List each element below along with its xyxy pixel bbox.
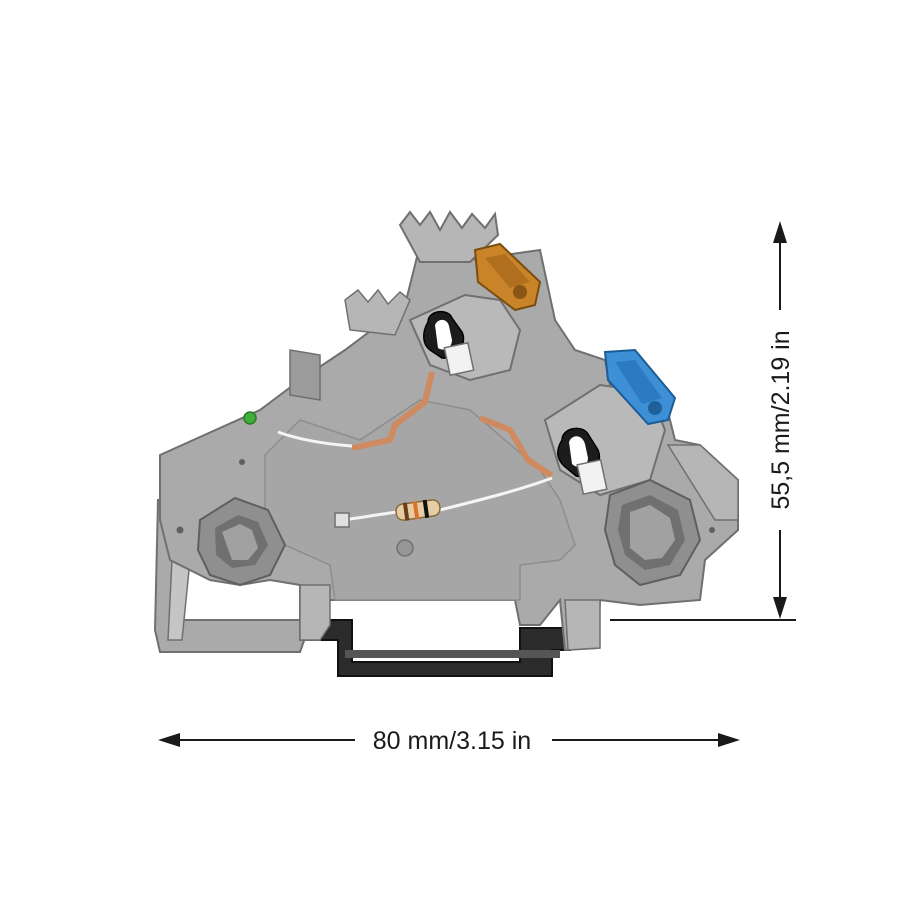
upper-clamp [408, 242, 542, 382]
solder-tab [334, 512, 350, 528]
din-rail [317, 619, 571, 677]
wire-resistor-right [439, 476, 553, 512]
copper-bus-bars [351, 371, 554, 479]
terminal-block [153, 210, 739, 677]
height-dimension-label: 55,5 mm/2.19 in [767, 330, 795, 509]
right-side-pocket [603, 444, 739, 587]
resistor-icon [395, 499, 441, 521]
width-dimension-label: 80 mm/3.15 in [373, 727, 531, 755]
led-icon [243, 411, 257, 425]
lower-clamp [543, 348, 677, 497]
top-comb [398, 210, 500, 263]
width-dimension: 80 mm/3.15 in [158, 727, 740, 755]
left-side-pocket [196, 496, 287, 587]
arrow-right-icon [718, 733, 740, 747]
wire-left [277, 430, 353, 448]
arrow-down-icon [773, 597, 787, 619]
inner-panel [264, 399, 576, 601]
arrow-left-icon [158, 733, 180, 747]
mounting-hole [396, 539, 414, 557]
height-dimension: 55,5 mm/2.19 in [610, 221, 796, 621]
arrow-up-icon [773, 221, 787, 243]
